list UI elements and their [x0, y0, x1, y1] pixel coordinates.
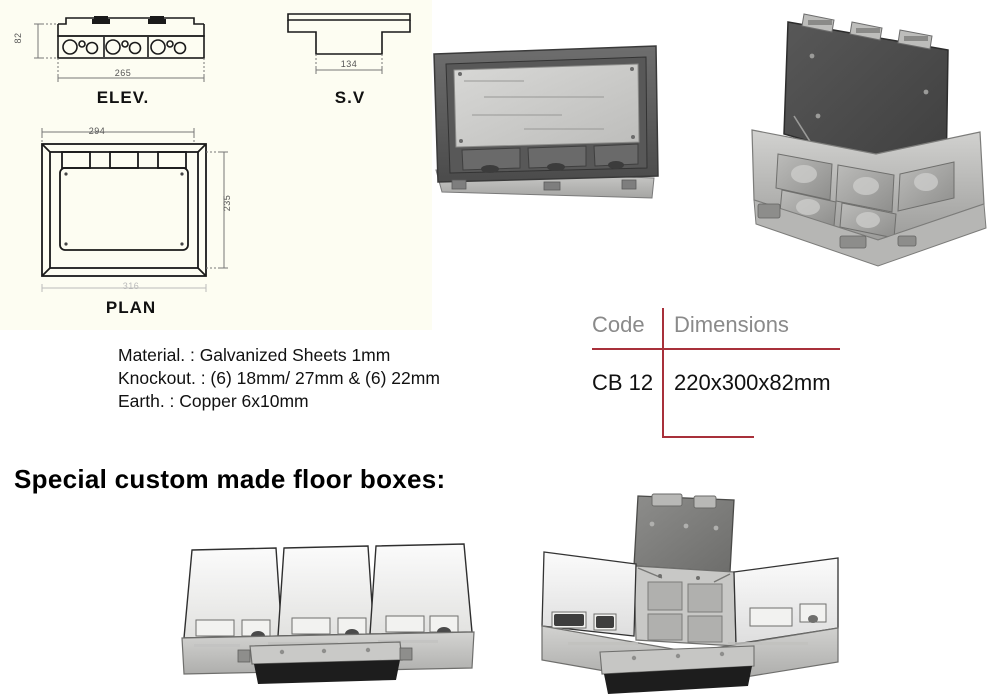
elevation-drawing	[34, 16, 205, 82]
elevation-height-dimension: 82	[13, 32, 23, 44]
table-bottom-hook-rule	[662, 436, 754, 438]
table-cell-code: CB 12	[592, 370, 654, 395]
table-header-dimensions: Dimensions	[674, 312, 789, 337]
spec-earth: Earth. : Copper 6x10mm	[118, 391, 309, 411]
plan-view-title: PLAN	[105, 298, 157, 317]
plan-bottom-dimension: 316	[122, 281, 140, 291]
spec-material: Material. : Galvanized Sheets 1mm	[118, 345, 391, 365]
table-cell-dimensions: 220x300x82mm	[674, 370, 831, 395]
code-dimensions-table: Code Dimensions CB 12 220x300x82mm	[592, 308, 892, 448]
table-header-rule	[592, 348, 840, 350]
plan-right-dimension: 235	[222, 194, 232, 212]
custom-triple-lid-floor-box	[181, 543, 475, 684]
plan-drawing	[41, 128, 228, 292]
elevation-width-dimension: 265	[114, 68, 132, 78]
special-section-heading: Special custom made floor boxes:	[14, 464, 446, 494]
open-floor-box-interior	[751, 13, 987, 267]
side-view-title: S.V	[334, 88, 366, 107]
custom-floor-box-open-middle	[541, 493, 839, 694]
table-header-code: Code	[592, 312, 645, 337]
closed-floor-box-lid	[433, 45, 659, 199]
specifications-list: Material. : Galvanized Sheets 1mm Knocko…	[118, 344, 538, 413]
spec-knockout: Knockout. : (6) 18mm/ 27mm & (6) 22mm	[118, 368, 440, 388]
side-view-width-dimension: 134	[340, 59, 358, 69]
elevation-view-title: ELEV.	[96, 88, 150, 107]
plan-top-dimension: 294	[88, 126, 106, 136]
table-column-divider	[662, 308, 664, 438]
technical-drawings-panel: 82 265 ELEV. 134 S.V	[0, 0, 432, 330]
side-view-drawing	[287, 13, 411, 74]
